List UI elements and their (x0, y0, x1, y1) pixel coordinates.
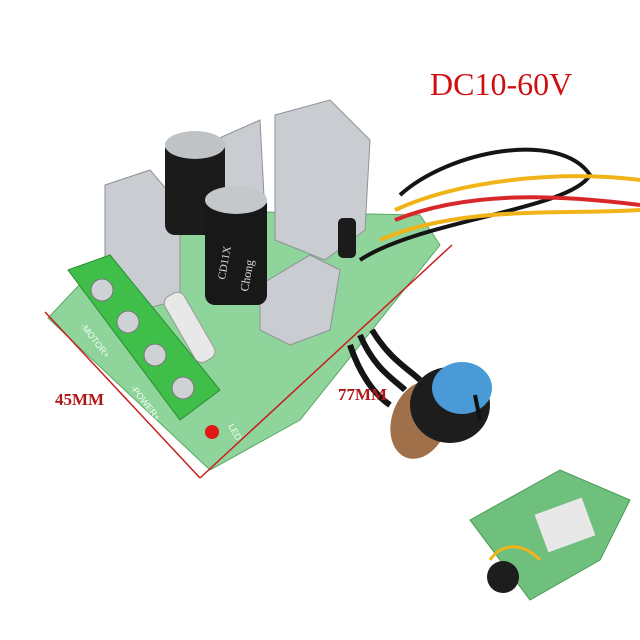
voltage-label: DC10-60V (430, 66, 573, 102)
capacitor-brand-label: Chong (237, 259, 256, 293)
length-dimension-line (199, 244, 453, 479)
led (205, 425, 219, 439)
terminal-block (67, 254, 221, 421)
inset-photo (469, 469, 631, 601)
knob-cap (432, 362, 492, 414)
capacitors: CD11X Chong (165, 131, 356, 305)
length-label: 77MM (338, 385, 388, 404)
width-dimension-line (44, 311, 201, 479)
capacitor-series-label: CD11X (216, 245, 234, 280)
wires (347, 147, 640, 408)
potentiometer (390, 362, 492, 459)
fuse (163, 291, 216, 363)
width-label: 45MM (55, 390, 105, 409)
